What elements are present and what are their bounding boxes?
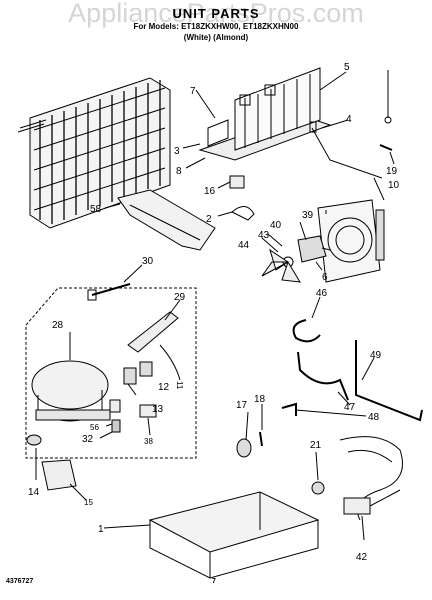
callout-58: 58: [90, 204, 102, 215]
callout-44: 44: [238, 240, 250, 251]
compressor: [31, 360, 111, 422]
wiring-harness: [339, 436, 403, 521]
callout-7: 7: [190, 86, 196, 97]
compressor-kit-boundary: [25, 287, 197, 459]
callout-1: 1: [98, 524, 104, 535]
diagram-title: UNIT PARTS: [172, 6, 260, 21]
condenser-fan-shroud: [317, 199, 385, 283]
callout-4: 4: [346, 114, 352, 125]
callout-13: 13: [152, 404, 164, 415]
callout-42: 42: [356, 552, 368, 563]
callout-48: 48: [368, 412, 380, 423]
callout-56: 56: [90, 423, 99, 432]
defrost-thermostat-wire: [309, 70, 393, 179]
callout-28: 28: [52, 320, 64, 331]
watermark: AppliancePartsPros.com: [68, 0, 364, 28]
callout-2: 2: [206, 214, 212, 225]
callout-38: 38: [144, 437, 153, 446]
callout-47: 47: [344, 402, 356, 413]
evaporator-coil: [17, 77, 171, 229]
callout-46: 46: [316, 288, 328, 299]
callout-5: 5: [344, 62, 350, 73]
callout-14: 14: [28, 487, 40, 498]
callout-39: 39: [302, 210, 314, 221]
callout-11: 11: [175, 381, 184, 390]
model-numbers-line: For Models: ET18ZKXHW00, ET18ZKXHN00: [133, 22, 299, 31]
callout-18: 18: [254, 394, 266, 405]
drain-trough: [117, 189, 216, 251]
callout-29: 29: [174, 292, 186, 303]
callout-49: 49: [370, 350, 382, 361]
heater-clip: [231, 206, 255, 221]
callout-30: 30: [142, 256, 154, 267]
bracket: [229, 175, 245, 189]
callout-17: 17: [236, 400, 248, 411]
callout-43: 43: [258, 230, 270, 241]
condenser-fan-motor: [261, 235, 331, 283]
callout-15: 15: [84, 498, 93, 507]
callout-16: 16: [204, 186, 216, 197]
callout-21: 21: [310, 440, 322, 451]
callout-3: 3: [174, 146, 180, 157]
callout-10: 10: [388, 180, 400, 191]
page-number: 7: [212, 578, 216, 585]
callout-32: 32: [82, 434, 94, 445]
defrost-heater-assembly: [198, 67, 332, 161]
base-plate: [148, 491, 320, 579]
callout-6: 6: [322, 272, 328, 283]
callout-12: 12: [158, 382, 170, 393]
document-number: 4376727: [6, 578, 34, 585]
start-relay-capacitor: [127, 311, 179, 353]
drier: [91, 283, 131, 296]
color-variants-line: (White) (Almond): [183, 33, 249, 42]
callout-40: 40: [270, 220, 282, 231]
callout-8: 8: [176, 166, 182, 177]
callout-19: 19: [386, 166, 398, 177]
